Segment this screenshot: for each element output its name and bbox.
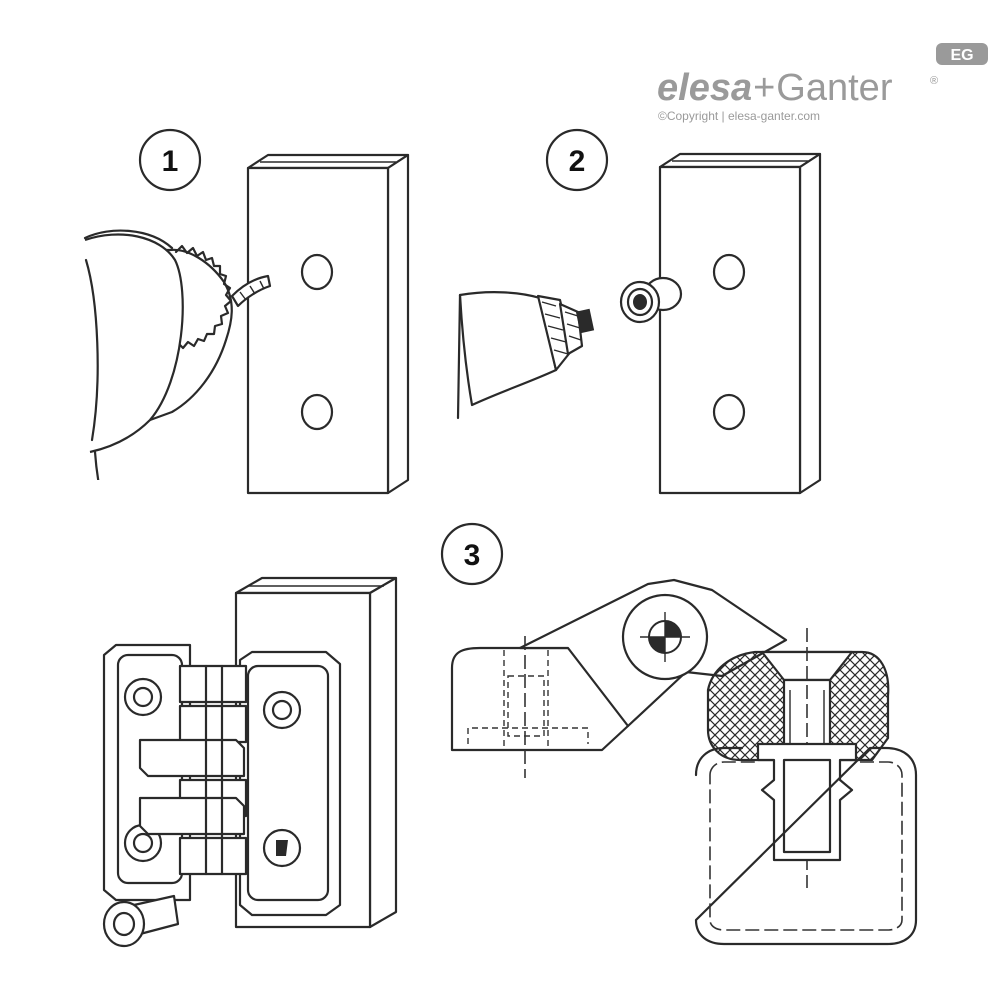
step-3-panel: 3 (102, 522, 918, 948)
svg-text:3: 3 (464, 539, 481, 572)
upper-hole (300, 253, 334, 291)
copyright-text: ©Copyright | elesa-ganter.com (658, 109, 820, 123)
countersunk-screw-icon (102, 894, 180, 948)
step-1-panel: 1 (83, 128, 410, 495)
brand-logo: EG elesa+Ganter ® ©Copyright | elesa-gan… (657, 43, 988, 123)
svg-text:2: 2 (569, 145, 586, 178)
step-2-square-tube (658, 152, 822, 495)
drill-bit-icon (230, 274, 272, 308)
hinge-knuckles (138, 664, 248, 876)
hand-drill-icon (83, 229, 233, 480)
lower-hole (712, 393, 746, 431)
eg-badge-icon: EG (936, 43, 988, 65)
svg-text:1: 1 (162, 145, 179, 178)
hinge-right-leaf (238, 650, 342, 917)
brand-name: elesa+Ganter (657, 67, 893, 109)
step-2-badge: 2 (545, 128, 609, 192)
lower-hole (300, 393, 334, 431)
step-3-badge: 3 (440, 522, 504, 586)
step-1-square-tube (246, 153, 410, 495)
screw-hole-icon (262, 690, 302, 730)
insertion-tool-icon (456, 291, 595, 420)
screw-hole-icon (123, 677, 163, 717)
step-1-badge: 1 (138, 128, 202, 192)
upper-hole (712, 253, 746, 291)
threaded-insert-icon (619, 276, 683, 324)
svg-text:EG: EG (950, 47, 973, 64)
trademark-mark: ® (930, 75, 938, 87)
hinge-assembly-3d (102, 576, 398, 948)
pivot-center-icon (640, 612, 690, 662)
hinge-section-view (450, 578, 918, 946)
step-2-panel: 2 (456, 128, 822, 495)
